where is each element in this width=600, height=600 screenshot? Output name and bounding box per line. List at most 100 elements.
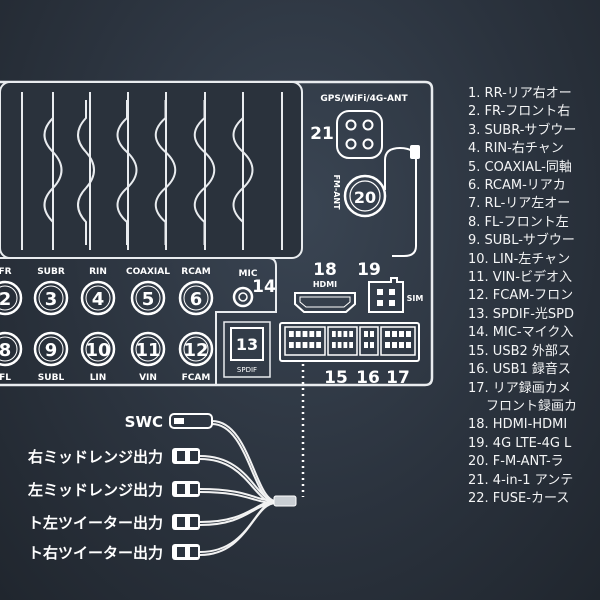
connector-pin [343,342,348,348]
connector-pin [295,331,301,337]
callout-13: 13 [236,335,258,354]
legend-item: 16. USB1 録音ス [468,362,571,378]
rca-jack-inner [38,336,64,362]
heatsink-wave [232,100,254,245]
rca-jack-ring [80,280,116,316]
connector-pin [337,331,342,337]
legend-item: 13. SPDIF-光SPD [468,306,575,322]
rca-plug-band [190,484,198,494]
fm-label: FM-ANT [332,174,341,210]
rca-jack-number: 6 [190,289,203,310]
fm-antenna-cable [384,146,417,257]
sim-label: SIM [407,294,424,303]
rca-jack-ring [178,331,214,367]
harness-junction [273,495,297,507]
connector-pin [399,331,404,337]
connector-pin [332,331,336,337]
rca-jack-inner [85,336,111,362]
connector-pin [406,342,411,348]
legend-item: 14. MIC-マイク入 [468,325,574,341]
rca-jack-inner [0,336,18,362]
legend-item: 21. 4-in-1 アンテ [468,472,574,488]
rca-plug-band [177,517,185,527]
connector-pin [309,342,315,348]
connector-pin [385,342,390,348]
rca-jack-inner [0,285,18,311]
rca-jack-label: RCAM [181,267,211,277]
rca-jack-label: FCAM [182,373,211,383]
fm-cable-clip [410,145,420,159]
legend-item: 15. USB2 外部ス [468,343,571,359]
mic-jack [232,286,254,308]
rca-jack-number: 8 [0,340,11,361]
rca-jack-label: SUBR [37,267,65,277]
rca-jack-ring [33,331,69,367]
legend-item: 20. F-M-ANT-ラ [468,454,564,470]
callout-18: 18 [313,260,337,280]
connector-pin [349,331,353,337]
rca-plug-band [190,451,198,461]
connector-pin [349,342,353,348]
harness-wires [199,420,277,556]
hdmi-port [294,292,356,313]
swc-plug-tip [174,418,184,424]
legend-item: 2. FR-フロント右 [468,104,571,120]
connector-pin [406,331,411,337]
rca-plug-band [190,517,198,527]
legend-item: 3. SUBR-サブウー [468,122,577,138]
harness-label: SWC [125,413,163,431]
legend-item: 7. RL-リア左オー [468,196,571,212]
rca-plug-band [177,547,185,557]
legend-item: 12. FCAM-フロン [468,288,574,304]
connector-pin [289,331,294,337]
hdmi-port-inner [299,296,351,308]
heatsink-wave [193,100,216,245]
legend-item: 8. FL-フロント左 [468,214,569,230]
heatsink [0,81,303,259]
connector-pin [343,331,348,337]
rca-jack-ring [130,280,166,316]
rca-jack-inner [135,285,161,311]
sim-slot [368,277,404,313]
mic-jack-core [238,292,248,302]
rca-jack-ring [33,280,69,316]
connector-pin [309,331,315,337]
harness-label: ト左ツイーター出力 [28,514,163,532]
sim-contacts [377,289,395,306]
legend-item: 19. 4G LTE-4G L [468,435,572,451]
rca-jack-inner [183,336,209,362]
spdif-port [230,327,264,361]
rca-jack-ring [0,280,23,316]
spdif-box [223,321,271,378]
hdmi-label: HDMI [313,280,337,289]
rca-jack-inner [135,336,161,362]
mic-label: MIC [239,269,258,279]
connector-pin [392,342,397,348]
main-connector-block [279,322,420,362]
connector-pin [302,342,308,348]
swc-plug [169,413,213,429]
heatsink-wave [43,100,63,245]
head-unit-outline [0,80,434,387]
callout-15: 15 [324,368,348,388]
legend-item: 17. リア録画カメ [468,380,571,396]
jack-panel [0,257,277,386]
rca-jack-inner [183,285,209,311]
connector-pin [364,331,368,337]
connector-pin [370,342,374,348]
rca-jack-label: LIN [90,373,107,383]
fm-antenna-ring [343,174,387,218]
connector-pin [392,331,397,337]
heatsink-wave [77,100,95,245]
fm-antenna-inner [349,180,381,212]
rca-jack-number: 3 [45,289,58,310]
callout-14: 14 [252,277,276,297]
callout-17: 17 [386,368,410,388]
connector-pin [302,331,308,337]
connector-pin [364,342,368,348]
rca-jack-label: FR [0,267,12,277]
connector-pin [316,342,321,348]
rca-jack-inner [38,285,64,311]
